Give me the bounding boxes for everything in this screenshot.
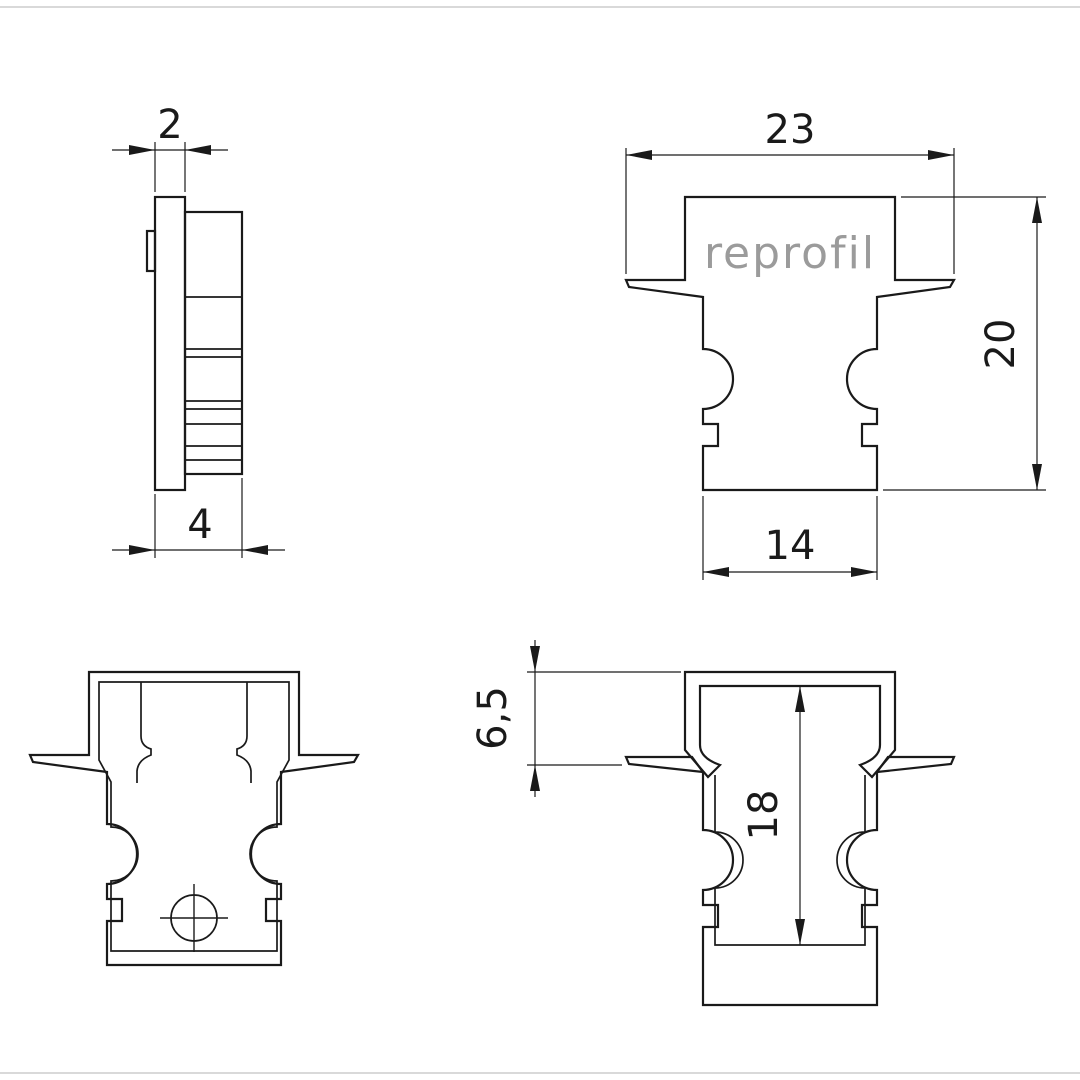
dimension-inner-depth-18: 18 xyxy=(741,686,805,945)
dimension-value: 20 xyxy=(978,319,1024,370)
arrowhead-icon xyxy=(185,145,211,155)
dimension-value: 2 xyxy=(157,102,182,148)
screw-hole xyxy=(160,884,228,952)
outline-view-channel-right xyxy=(236,682,252,783)
outline-view-inner-contour xyxy=(98,681,290,952)
front-view-outline xyxy=(624,195,956,492)
arrowhead-icon xyxy=(129,545,155,555)
side-view-lug xyxy=(145,229,157,273)
arrowhead-icon xyxy=(530,765,540,791)
dimension-top-depth-6-5: 6,5 xyxy=(470,640,681,797)
dimension-value: 18 xyxy=(741,790,787,841)
dimension-body-width-14: 14 xyxy=(702,496,878,580)
brand-logo: reprofil xyxy=(704,228,876,279)
outline-view xyxy=(28,670,360,967)
arrowhead-icon xyxy=(795,919,805,945)
side-view-body xyxy=(183,210,244,476)
dimension-height-20: 20 xyxy=(883,196,1046,491)
outline-view-channel-left xyxy=(136,682,152,783)
arrowhead-icon xyxy=(530,646,540,672)
front-view: reprofil 23 20 14 xyxy=(624,107,1046,580)
arrowhead-icon xyxy=(928,150,954,160)
dimension-value: 6,5 xyxy=(470,686,516,750)
dimension-value: 4 xyxy=(187,502,212,548)
dimension-value: 14 xyxy=(765,523,816,569)
section-cut-walls xyxy=(683,670,897,779)
arrowhead-icon xyxy=(703,567,729,577)
section-body-inner-wall xyxy=(714,775,866,946)
arrowhead-icon xyxy=(1032,464,1042,490)
dimension-value: 23 xyxy=(765,107,816,153)
arrowhead-icon xyxy=(795,686,805,712)
section-body-outline xyxy=(701,772,879,1007)
dimension-depth-4: 4 xyxy=(112,478,285,558)
dimension-width-23: 23 xyxy=(625,107,955,274)
arrowhead-icon xyxy=(851,567,877,577)
arrowhead-icon xyxy=(129,145,155,155)
section-view: 6,5 18 xyxy=(470,640,956,1007)
side-view-plate xyxy=(153,195,187,492)
dimension-thickness-2: 2 xyxy=(112,102,228,192)
arrowhead-icon xyxy=(1032,197,1042,223)
arrowhead-icon xyxy=(626,150,652,160)
arrowhead-icon xyxy=(242,545,268,555)
side-view: 2 4 xyxy=(112,102,285,558)
side-view-feature-lines xyxy=(185,296,242,461)
